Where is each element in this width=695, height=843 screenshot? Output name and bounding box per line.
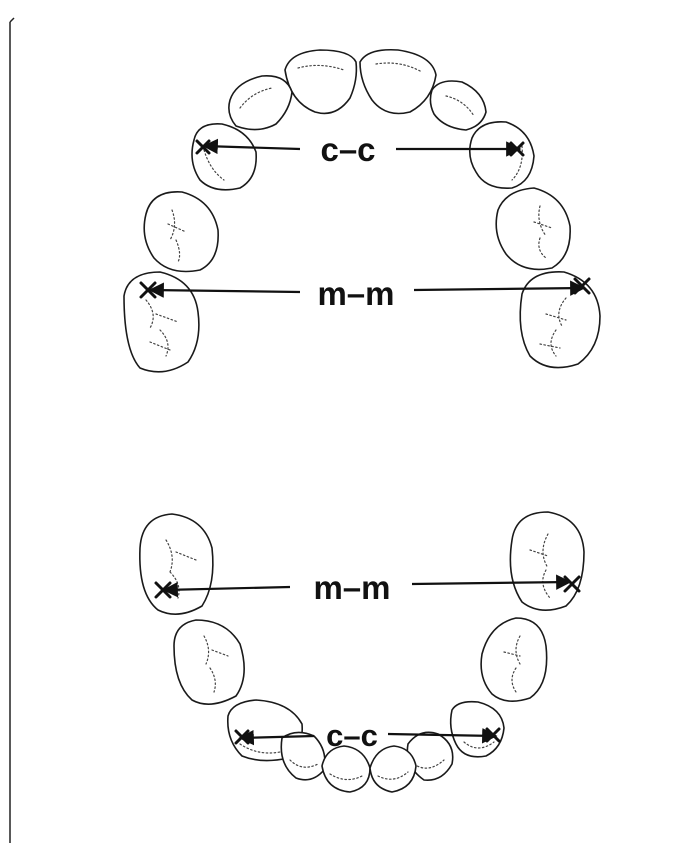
lower-premolar-right (480, 617, 548, 702)
upper-molar-left (123, 271, 200, 373)
lower-molar-label: m–m (313, 569, 390, 606)
lower-canine-right-x-mark (485, 727, 501, 743)
lower-canine-measure-left (238, 729, 315, 746)
upper-canine-right (468, 121, 535, 189)
lower-molar-measure-right (411, 574, 572, 590)
upper-molar-measure-left (148, 282, 301, 298)
lower-canine-label: c–c (326, 718, 378, 753)
lower-lateral-incisor-left (280, 731, 326, 781)
lower-arch: m–m c–c (139, 511, 585, 793)
upper-molar-right-x-mark (573, 277, 591, 295)
upper-molar-label: m–m (317, 275, 394, 312)
upper-molar-right (519, 271, 601, 369)
upper-central-incisor-right (359, 48, 437, 115)
lower-canine-right (449, 700, 505, 758)
lower-canine-left-x-mark (234, 729, 250, 745)
upper-central-incisor-left (284, 49, 358, 115)
lower-molar-measure-left (162, 581, 291, 598)
upper-canine-measure-left (202, 138, 301, 155)
upper-canine-right-x-mark (509, 141, 525, 157)
upper-canine-left-x-mark (195, 139, 211, 155)
lower-molar-right-x-mark (563, 575, 581, 593)
upper-molar-left-x-mark (139, 281, 157, 299)
upper-molar-measure-right (413, 280, 586, 296)
lower-molar-right (509, 511, 585, 611)
upper-lateral-incisor-left (228, 75, 293, 131)
upper-premolar-right (495, 187, 571, 271)
upper-arch: c–c m–m (123, 48, 601, 373)
upper-canine-label: c–c (320, 131, 375, 168)
upper-premolar-left (143, 191, 219, 273)
lower-molar-left (139, 513, 214, 615)
upper-lateral-incisor-right (429, 80, 487, 131)
lower-canine-measure-right (387, 728, 498, 744)
left-border-tick (9, 17, 15, 23)
lower-premolar-left (173, 619, 245, 705)
lower-molar-left-x-mark (154, 581, 172, 599)
lower-central-incisor-right (369, 745, 417, 793)
